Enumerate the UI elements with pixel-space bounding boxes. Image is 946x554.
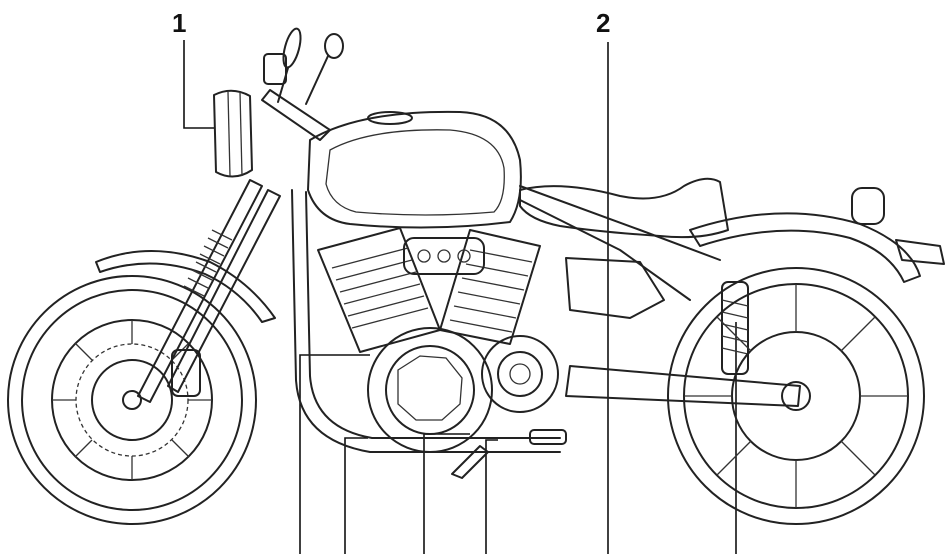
callout-number-2: 2 (596, 8, 610, 38)
headlight (213, 89, 253, 178)
rear-wheel (667, 267, 925, 525)
handlebar (261, 27, 344, 141)
leader-line-4 (344, 437, 368, 554)
front-wheel (7, 275, 257, 525)
leader-line-1 (183, 40, 214, 129)
side-stand (451, 429, 567, 479)
frame (291, 185, 721, 453)
leader-line-3 (299, 354, 370, 554)
front-fender (95, 250, 276, 323)
leader-line-6 (485, 439, 498, 554)
fuel-tank (307, 110, 522, 229)
crankcase (367, 327, 559, 453)
engine (317, 227, 541, 353)
front-fork (137, 179, 281, 403)
swingarm (565, 365, 801, 407)
side-cover (565, 257, 665, 319)
callout-number-1: 1 (172, 8, 186, 38)
rear-fender (689, 187, 945, 283)
seat (519, 177, 729, 239)
